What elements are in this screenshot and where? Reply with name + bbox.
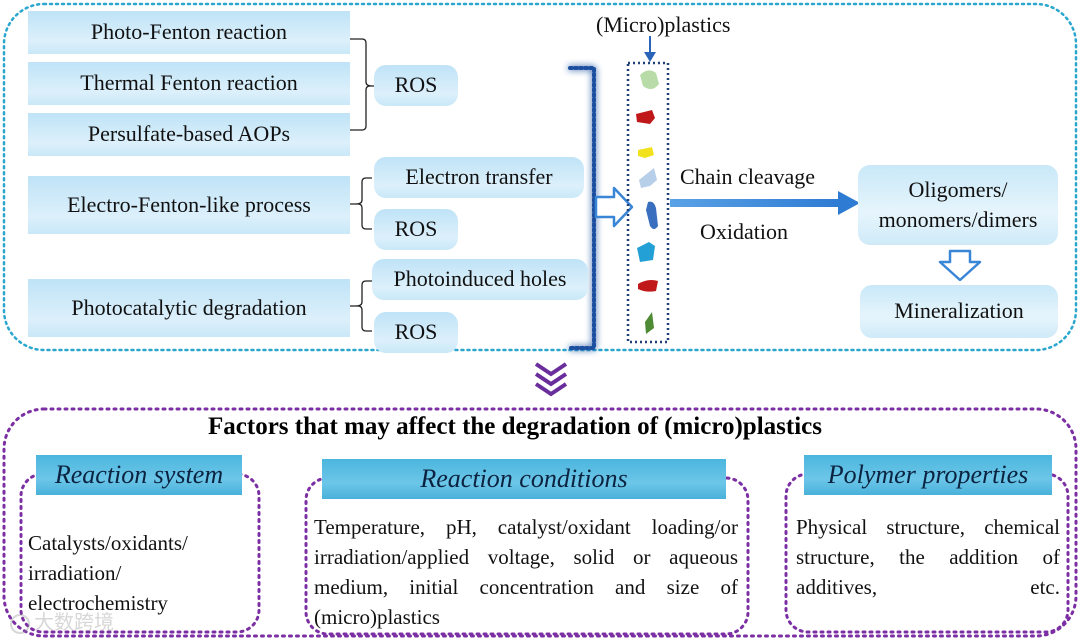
hollow-arrow-into-plastics [594,186,634,228]
chain-cleavage-label: Chain cleavage [680,164,815,189]
method-photocatalytic: Photocatalytic degradation [28,279,350,337]
plastic-fragment [640,70,659,90]
factor-heading-reaction-conditions: Reaction conditions [322,459,726,499]
mechanism-ros-2: ROS [374,209,458,250]
mechanism-electron-transfer: Electron transfer [374,157,584,198]
plastics-down-arrow [644,36,656,62]
plastic-fragment [636,110,655,124]
product-mineralization: Mineralization [860,285,1058,338]
product-oligomers: Oligomers/ monomers/dimers [858,165,1058,245]
top-panel-border [2,2,1078,352]
plastic-fragment [646,201,658,229]
degradation-arrow [670,191,860,215]
factors-title: Factors that may affect the degradation … [208,413,822,440]
plastic-fragment [638,147,654,158]
plastic-fragment [639,168,657,188]
watermark-icon [10,613,30,634]
plastic-fragments [636,70,659,334]
factor-text-polymer-properties: Physical structure, chemical structure, … [796,515,1060,599]
plastic-fragment [645,312,654,334]
method-persulfate-aops: Persulfate-based AOPs [28,113,350,156]
factor-text-reaction-conditions: Temperature, pH, catalyst/oxidant loadin… [314,515,738,629]
method-photo-fenton: Photo-Fenton reaction [28,11,350,54]
mechanism-ros-3: ROS [374,312,458,353]
plastics-label: (Micro)plastics [596,12,731,37]
watermark: 大数跨境 [10,606,114,635]
plastic-fragment [638,280,658,292]
plastic-fragment [637,242,655,262]
mechanism-photoinduced-holes: Photoinduced holes [372,259,588,300]
oxidation-label: Oxidation [700,219,788,244]
method-brackets [350,38,375,332]
method-thermal-fenton: Thermal Fenton reaction [28,62,350,105]
method-electro-fenton: Electro-Fenton-like process [28,176,350,234]
factor-heading-polymer-properties: Polymer properties [804,455,1052,495]
hollow-down-arrow [938,249,982,282]
bottom-panel-border [2,407,1078,638]
collector-bracket [568,66,596,350]
factor-heading-reaction-system: Reaction system [36,455,242,495]
plastics-column-frame [626,61,670,344]
watermark-text: 大数跨境 [34,610,114,634]
mechanism-ros-1: ROS [374,65,458,106]
chevron-down-icon [534,362,568,397]
factor-text-reaction-system: Catalysts/oxidants/ irradiation/ electro… [28,531,188,615]
